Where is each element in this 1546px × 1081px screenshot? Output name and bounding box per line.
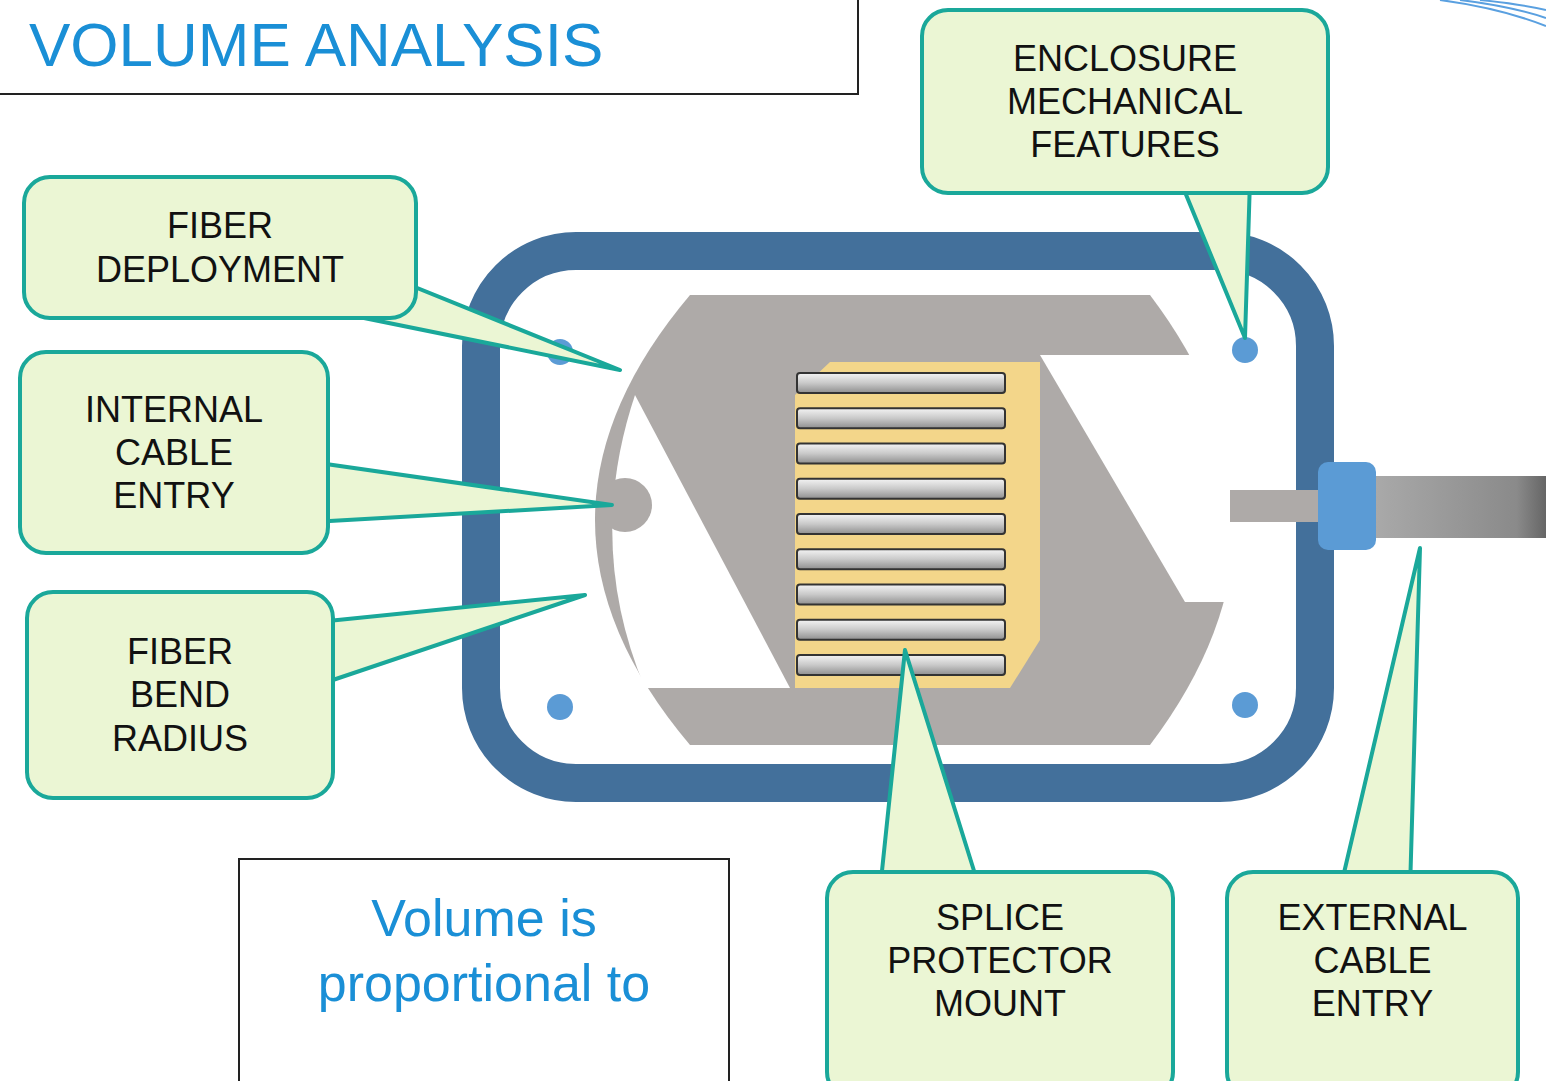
- splice-mount-plate: [795, 362, 1040, 688]
- external-cable: [1376, 476, 1546, 538]
- callout-box: FIBER BEND RADIUS: [25, 590, 335, 800]
- stem-bridge: [1230, 490, 1270, 522]
- callout-text: INTERNAL CABLE ENTRY: [62, 388, 286, 518]
- note-box: Volume is proportional to: [238, 858, 730, 1081]
- callout-tail: [312, 462, 612, 522]
- splice-protector: [797, 585, 1005, 605]
- corner-swoosh: [1440, 0, 1546, 26]
- splice-protector: [797, 549, 1005, 569]
- tray-opening-left: [612, 395, 790, 688]
- callout-box: SPLICE PROTECTOR MOUNT: [825, 870, 1175, 1081]
- callout-tail: [1340, 548, 1420, 890]
- splice-protector: [797, 408, 1005, 428]
- callout-box: ENCLOSURE MECHANICAL FEATURES: [920, 8, 1330, 195]
- splice-protector: [797, 479, 1005, 499]
- callout-text: SPLICE PROTECTOR MOUNT: [859, 896, 1141, 1026]
- callout-text: EXTERNAL CABLE ENTRY: [1249, 896, 1496, 1026]
- callout-tail: [1180, 180, 1250, 338]
- tray-diagonal-bottom: [1010, 640, 1040, 688]
- note-text: Volume is proportional to: [260, 886, 708, 1016]
- splice-protector: [797, 620, 1005, 640]
- callout-tail: [880, 650, 980, 890]
- splice-protector: [797, 514, 1005, 534]
- callout-box: FIBER DEPLOYMENT: [22, 175, 418, 320]
- callout-box: EXTERNAL CABLE ENTRY: [1225, 870, 1520, 1081]
- callout-text: FIBER BEND RADIUS: [89, 630, 271, 760]
- splice-protector: [797, 373, 1005, 393]
- tray-opening-right: [1040, 355, 1252, 602]
- title: VOLUME ANALYSIS: [29, 7, 857, 83]
- callout-tail: [318, 595, 585, 685]
- title-box: VOLUME ANALYSIS: [0, 0, 859, 95]
- callout-text: ENCLOSURE MECHANICAL FEATURES: [964, 37, 1286, 167]
- callout-box: INTERNAL CABLE ENTRY: [18, 350, 330, 555]
- splice-protector: [797, 444, 1005, 464]
- callout-text: FIBER DEPLOYMENT: [46, 204, 394, 290]
- cable-gland: [1318, 462, 1376, 550]
- splice-protectors: [797, 373, 1005, 675]
